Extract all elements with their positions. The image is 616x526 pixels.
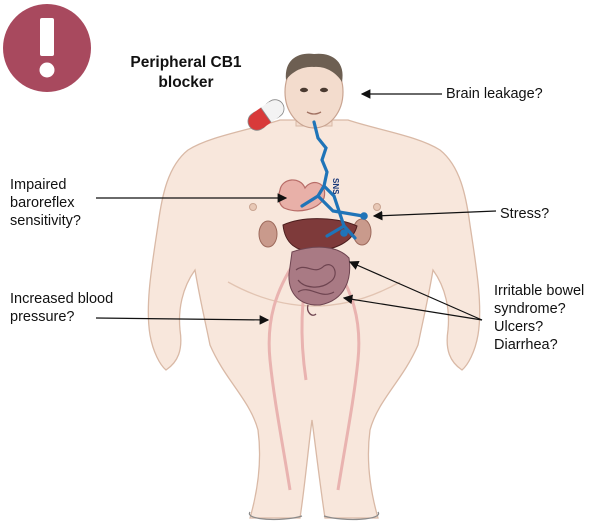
stress-node — [360, 212, 368, 220]
label-gi-effects: Irritable bowel syndrome? Ulcers? Diarrh… — [494, 282, 584, 354]
label-stress: Stress? — [500, 205, 549, 223]
label-blood-pressure: Increased blood pressure? — [10, 290, 113, 326]
adrenal-node — [340, 229, 348, 237]
label-brain-leakage: Brain leakage? — [446, 85, 543, 103]
warning-icon — [3, 4, 91, 92]
label-baroreflex: Impaired baroreflex sensitivity? — [10, 176, 81, 230]
diagram-title: Peripheral CB1 blocker — [116, 53, 256, 93]
sns-label: SNS — [331, 178, 340, 195]
